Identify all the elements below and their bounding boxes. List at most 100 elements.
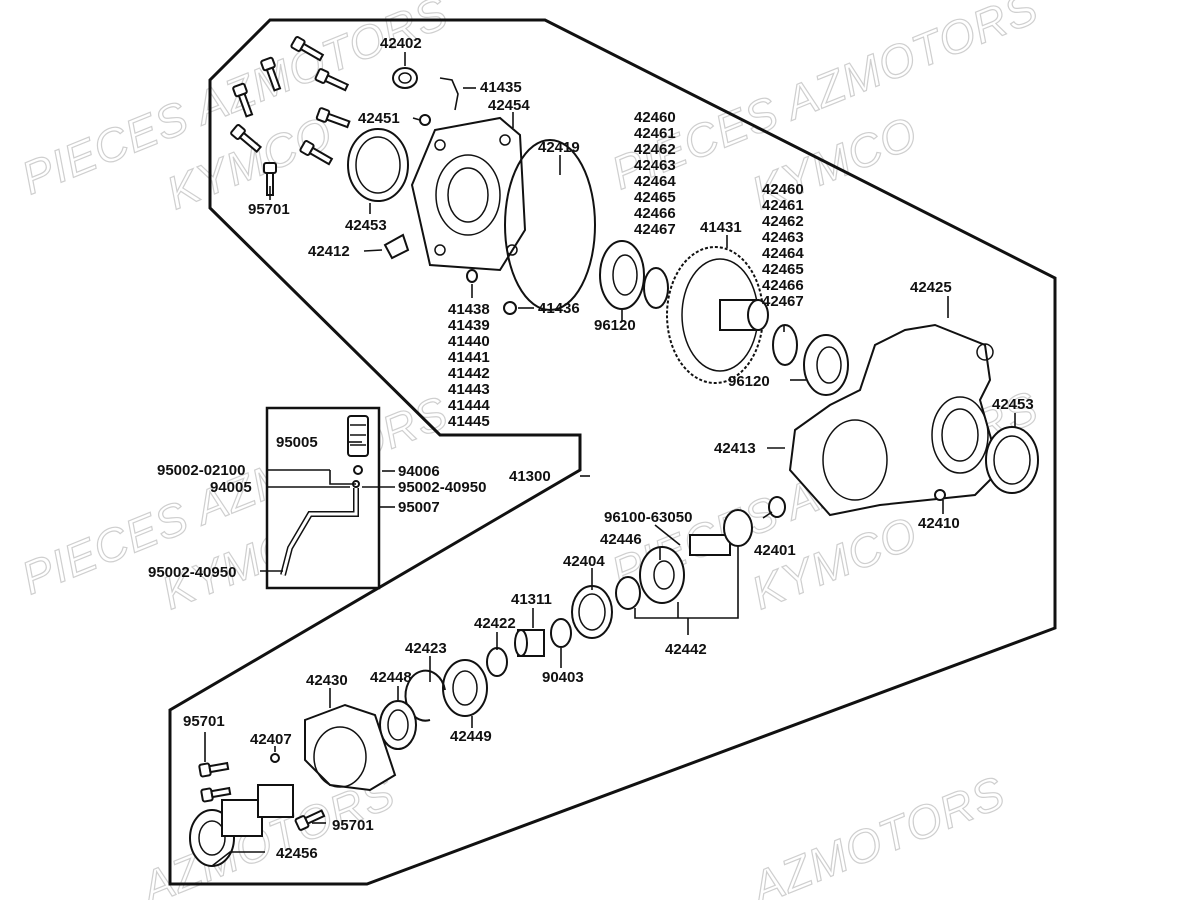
bearing-42446 (639, 546, 685, 604)
plate-42412 (383, 233, 410, 260)
label-95002-40950-b: 95002-40950 (148, 564, 236, 581)
plug-41436 (503, 301, 517, 315)
bolt-set-top (230, 36, 351, 196)
svg-text:42465: 42465 (634, 189, 676, 206)
label-95005: 95005 (276, 434, 318, 451)
label-94006: 94006 (398, 463, 440, 480)
label-42402: 42402 (380, 35, 422, 52)
svg-text:42464: 42464 (762, 245, 804, 262)
label-95007: 95007 (398, 499, 440, 516)
svg-text:42462: 42462 (634, 141, 676, 158)
breather-hose-parts (280, 415, 369, 576)
svg-text:42461: 42461 (762, 197, 804, 214)
final-gear-housing-42425 (788, 323, 1002, 517)
watermark-azmotors-2: AZMOTORS (741, 766, 1012, 900)
svg-text:42461: 42461 (634, 125, 676, 142)
svg-text:41442: 41442 (448, 365, 490, 382)
label-42401: 42401 (754, 542, 796, 559)
label-42407: 42407 (250, 731, 292, 748)
hose-fitting-41435 (439, 77, 459, 111)
label-42449: 42449 (450, 728, 492, 745)
label-42451: 42451 (358, 110, 400, 127)
oil-seal-42453-right (985, 426, 1039, 494)
label-41431: 41431 (700, 219, 742, 236)
svg-text:42464: 42464 (634, 173, 676, 190)
yoke-42456 (189, 784, 294, 867)
collar-41311 (514, 629, 545, 657)
bearing-96120-a (599, 240, 645, 310)
o-ring-42419 (504, 139, 596, 311)
label-42446: 42446 (600, 531, 642, 548)
label-42456: 42456 (276, 845, 318, 862)
label-42453-top: 42453 (345, 217, 387, 234)
label-42425: 42425 (910, 279, 952, 296)
label-42442: 42442 (665, 641, 707, 658)
shim-4246x-b (772, 324, 798, 366)
svg-text:42460: 42460 (634, 109, 676, 126)
svg-text:42463: 42463 (634, 157, 676, 174)
bushing-42401 (768, 496, 786, 518)
label-96120-b: 96120 (728, 373, 770, 390)
label-42419: 42419 (538, 139, 580, 156)
label-group-42460-42467-b: 42460 42461 42462 42463 42464 42465 4246… (762, 181, 804, 310)
label-group-41438-41445: 41438 41439 41440 41441 41442 41443 4144… (448, 301, 490, 430)
svg-text:41444: 41444 (448, 397, 490, 414)
label-94005: 94005 (210, 479, 252, 496)
label-42423: 42423 (405, 640, 447, 657)
label-41436: 41436 (538, 300, 580, 317)
assembly-boundary (168, 18, 1057, 886)
breather-cap-42402 (392, 67, 418, 89)
label-96120-a: 96120 (594, 317, 636, 334)
bolt-set-left (198, 761, 326, 831)
label-42453-right: 42453 (992, 396, 1034, 413)
label-95701-bottom: 95701 (332, 817, 374, 834)
svg-text:41440: 41440 (448, 333, 490, 350)
bolt-42451 (419, 114, 431, 126)
label-41311: 41311 (511, 591, 552, 608)
label-95002-40950-a: 95002-40950 (398, 479, 486, 496)
label-42404: 42404 (563, 553, 605, 570)
svg-text:42460: 42460 (762, 181, 804, 198)
shim-41438 (466, 269, 478, 283)
label-41300: 41300 (509, 468, 551, 485)
label-42410: 42410 (918, 515, 960, 532)
washer-42442 (615, 576, 641, 610)
label-group-42460-42467-a: 42460 42461 42462 42463 42464 42465 4246… (634, 109, 676, 238)
label-42454: 42454 (488, 97, 530, 114)
oil-seal-42453-top (347, 128, 409, 202)
part-labels: 42402 41435 42454 42451 42419 95701 4245… (148, 35, 1034, 862)
svg-text:42462: 42462 (762, 213, 804, 230)
pinion-housing-42430 (304, 703, 397, 792)
label-42448: 42448 (370, 669, 412, 686)
svg-text:41438: 41438 (448, 301, 490, 318)
gear-cover-42454 (410, 116, 527, 272)
svg-text:42466: 42466 (634, 205, 676, 222)
svg-text:41439: 41439 (448, 317, 490, 334)
oil-seal-42448 (379, 700, 417, 750)
label-95002-02100: 95002-02100 (157, 462, 245, 479)
label-96100-63050: 96100-63050 (604, 509, 692, 526)
svg-text:41445: 41445 (448, 413, 490, 430)
label-42422: 42422 (474, 615, 516, 632)
plug-42407 (270, 753, 280, 763)
pinion-gear-96100-63050 (689, 509, 753, 556)
ring-42422 (486, 647, 508, 677)
label-42413: 42413 (714, 440, 756, 457)
bearing-42404 (571, 585, 613, 639)
shim-4246x-a (643, 267, 669, 309)
bearing-96120-b (803, 334, 849, 396)
svg-text:42463: 42463 (762, 229, 804, 246)
ring-gear-41431 (666, 246, 769, 384)
label-90403: 90403 (542, 669, 584, 686)
label-95701-left: 95701 (183, 713, 225, 730)
label-42430: 42430 (306, 672, 348, 689)
svg-text:42467: 42467 (634, 221, 676, 238)
bearing-42449 (442, 659, 488, 717)
bolt-42410 (934, 489, 946, 501)
svg-text:41441: 41441 (448, 349, 490, 366)
svg-text:42466: 42466 (762, 277, 804, 294)
label-95701-top: 95701 (248, 201, 290, 218)
leader-lines (204, 52, 1016, 867)
snap-ring-42423 (404, 669, 446, 722)
